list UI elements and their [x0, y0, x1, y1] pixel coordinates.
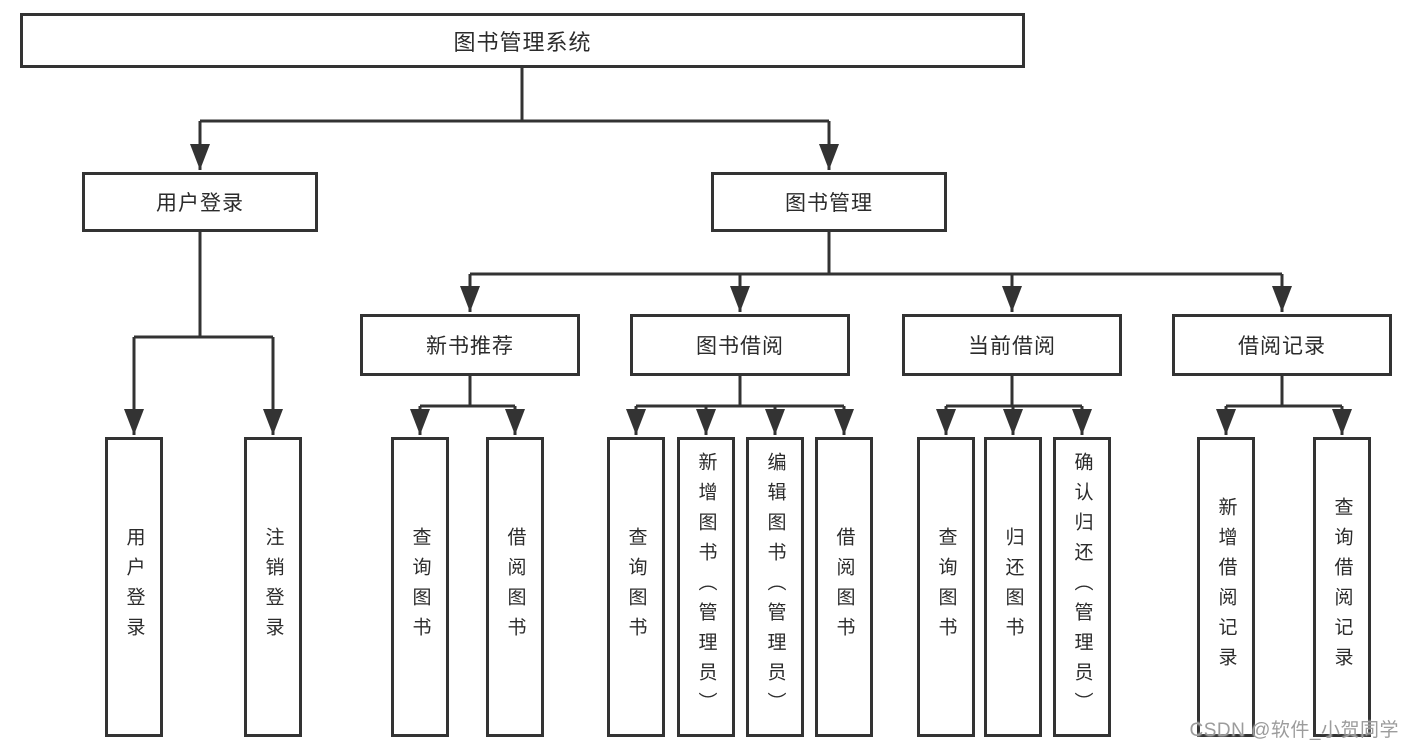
- node-new-book-recommend-label: 新书推荐: [426, 335, 514, 358]
- node-book-borrow: 图书借阅: [630, 314, 850, 376]
- leaf-borrow-book-2: 借阅图书: [815, 437, 873, 737]
- leaf-query-book-1: 查询图书: [391, 437, 449, 737]
- leaf-borrow-book-1: 借阅图书: [486, 437, 544, 737]
- node-user-login-label: 用户登录: [156, 192, 244, 215]
- node-library-system-label: 图书管理系统: [453, 29, 592, 55]
- leaf-query-book-3: 查询图书: [917, 437, 975, 737]
- leaf-borrow-book-2-label: 借阅图书: [833, 527, 855, 647]
- csdn-watermark: CSDN @软件_小贺同学: [1189, 720, 1399, 741]
- leaf-query-book-1-label: 查询图书: [409, 527, 431, 647]
- node-library-system: 图书管理系统: [20, 13, 1025, 68]
- leaf-logout: 注销登录: [244, 437, 302, 737]
- leaf-edit-book-admin: 编辑图书（管理员）: [746, 437, 804, 737]
- leaf-confirm-return-admin-label: 确认归还（管理员）: [1071, 452, 1093, 722]
- leaf-user-login: 用户登录: [105, 437, 163, 737]
- leaf-return-book: 归还图书: [984, 437, 1042, 737]
- node-new-book-recommend: 新书推荐: [360, 314, 580, 376]
- leaf-borrow-book-1-label: 借阅图书: [504, 527, 526, 647]
- leaf-return-book-label: 归还图书: [1002, 527, 1024, 647]
- leaf-confirm-return-admin: 确认归还（管理员）: [1053, 437, 1111, 737]
- leaf-logout-label: 注销登录: [262, 527, 284, 647]
- node-current-borrow-label: 当前借阅: [968, 335, 1056, 358]
- leaf-query-book-2-label: 查询图书: [625, 527, 647, 647]
- leaf-query-borrow-record: 查询借阅记录: [1313, 437, 1371, 737]
- node-book-borrow-label: 图书借阅: [696, 335, 784, 358]
- leaf-edit-book-admin-label: 编辑图书（管理员）: [764, 452, 786, 722]
- leaf-query-book-2: 查询图书: [607, 437, 665, 737]
- node-book-management: 图书管理: [711, 172, 947, 232]
- node-user-login: 用户登录: [82, 172, 318, 232]
- leaf-add-book-admin-label: 新增图书（管理员）: [695, 452, 717, 722]
- node-book-management-label: 图书管理: [785, 192, 873, 215]
- leaf-add-borrow-record: 新增借阅记录: [1197, 437, 1255, 737]
- node-borrow-record-label: 借阅记录: [1238, 335, 1326, 358]
- node-current-borrow: 当前借阅: [902, 314, 1122, 376]
- leaf-add-book-admin: 新增图书（管理员）: [677, 437, 735, 737]
- leaf-query-borrow-record-label: 查询借阅记录: [1331, 497, 1353, 677]
- leaf-query-book-3-label: 查询图书: [935, 527, 957, 647]
- leaf-user-login-label: 用户登录: [123, 527, 145, 647]
- node-borrow-record: 借阅记录: [1172, 314, 1392, 376]
- leaf-add-borrow-record-label: 新增借阅记录: [1215, 497, 1237, 677]
